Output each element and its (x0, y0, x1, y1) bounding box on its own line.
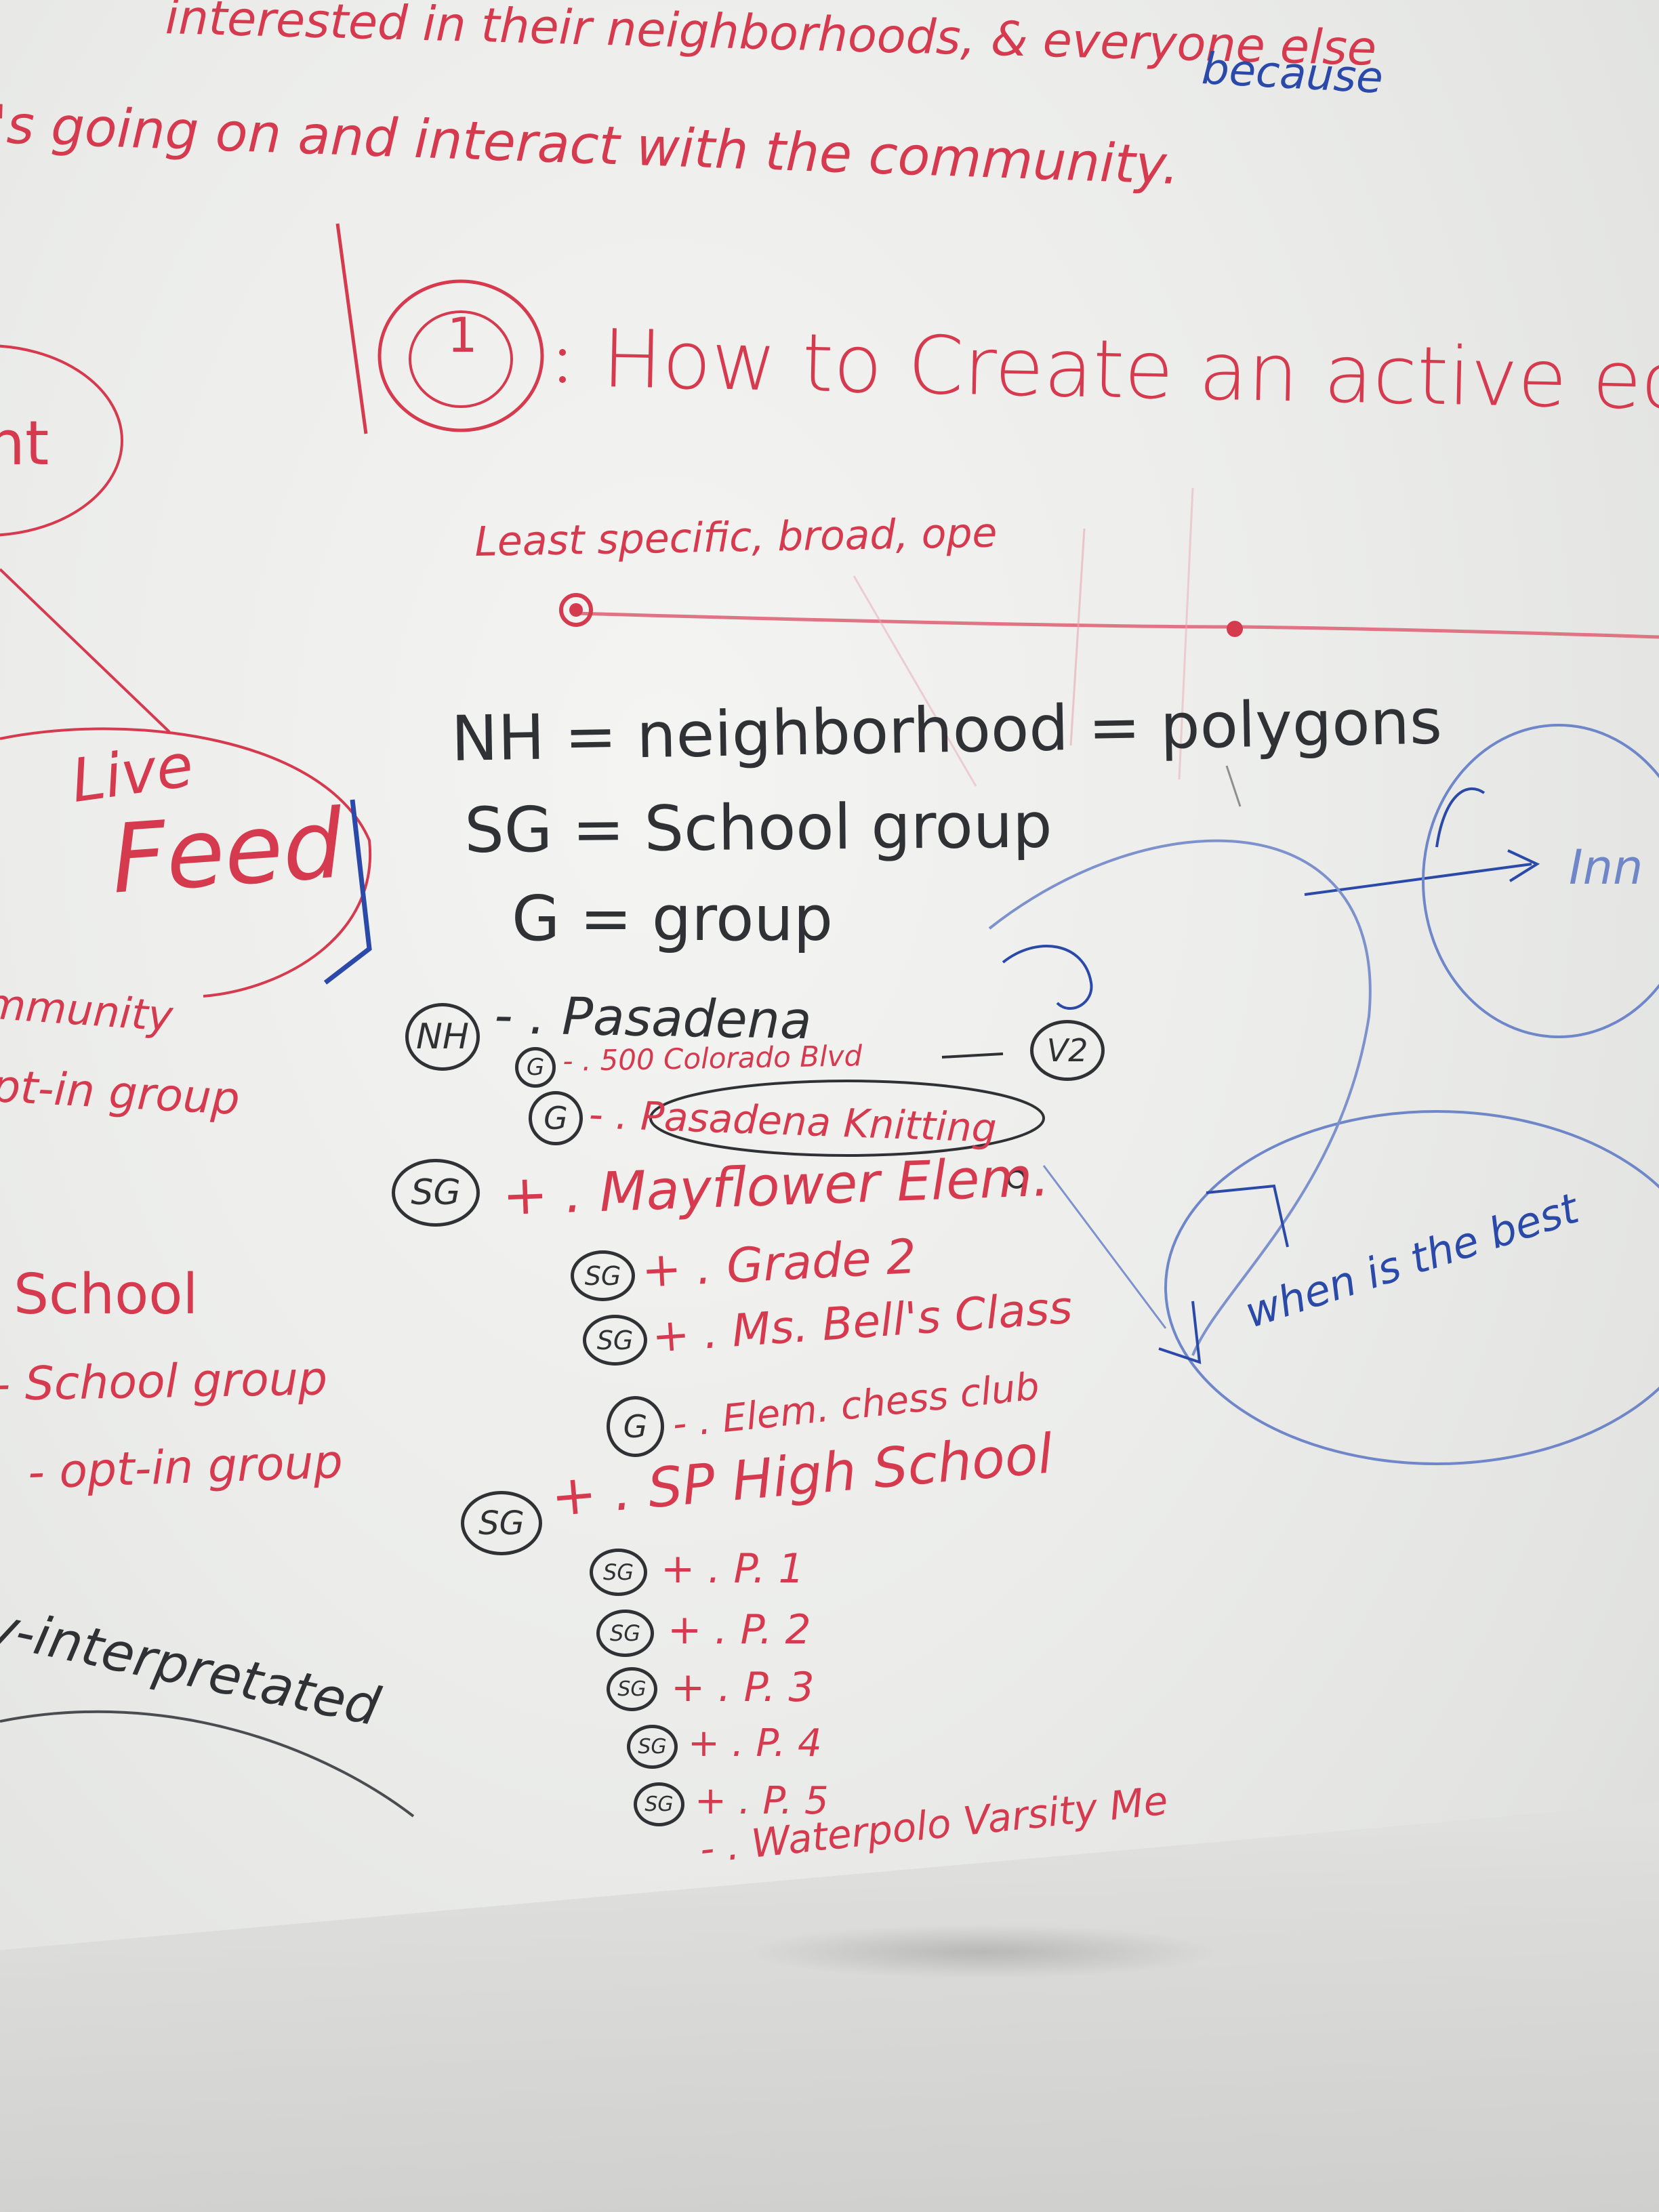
tag-sg: SG (583, 1315, 647, 1366)
left-community: mmunity (0, 979, 175, 1042)
left-bubble-top (0, 344, 123, 537)
heading-outer-circle (377, 279, 544, 432)
blue-arrow (1304, 863, 1532, 896)
left-feed: Feed (108, 789, 347, 916)
tree-p3: + . P. 3 (671, 1664, 815, 1711)
heading-number: 1 (447, 308, 478, 363)
tree-p2: + . P. 2 (668, 1606, 811, 1654)
live-feed-blue-bracket (323, 799, 372, 985)
tag-v2: V2 (1030, 1020, 1105, 1081)
tree-grade-2: + . Grade 2 (640, 1228, 918, 1298)
eraser-smudge (745, 1925, 1220, 1979)
tag-g: G (529, 1091, 583, 1145)
left-opt-in-1: pt-in group (0, 1060, 241, 1126)
tag-sg: SG (461, 1491, 542, 1555)
right-bubble (1422, 724, 1659, 1038)
lower-right-bubble (1164, 1110, 1659, 1465)
top-line-1-blue: because (1200, 44, 1385, 104)
tag-g: G (515, 1047, 556, 1088)
blue-loop (988, 839, 1372, 1356)
page-heading: How to Create an active eco (601, 312, 1659, 429)
tag-sg: SG (627, 1725, 678, 1769)
left-school: School (14, 1263, 199, 1327)
spectrum-start-dot (559, 593, 593, 627)
left-partial-top: nt (0, 408, 49, 479)
tree-500-colorado: - . 500 Colorado Blvd (562, 1039, 863, 1078)
spectrum-line (575, 611, 1659, 639)
tag-sg: SG (590, 1549, 647, 1596)
spectrum-label: Least specific, broad, ope (474, 509, 998, 566)
left-opt-in-2: - opt-in group (26, 1435, 344, 1500)
knitting-highlight-ellipse (649, 1080, 1045, 1157)
tag-sg: SG (571, 1250, 635, 1301)
tag-nh: NH (405, 1003, 480, 1071)
tree-p5: + . P. 5 (695, 1779, 829, 1823)
legend-nh: NH = neighborhood = polygons (450, 685, 1443, 775)
right-inn: Inn (1569, 840, 1643, 895)
tree-p4: + . P. 4 (688, 1721, 822, 1765)
tree-pasadena: - . Pasadena (493, 985, 813, 1051)
live-feed-bubble (0, 727, 372, 998)
tag-sg: SG (392, 1159, 480, 1227)
tag-sg: SG (607, 1667, 657, 1711)
tag-sg: SG (596, 1610, 654, 1657)
heading-inner-circle (409, 310, 513, 408)
tree-p1: + . P. 1 (661, 1545, 804, 1593)
left-school-group: - School group (0, 1352, 328, 1412)
heading-bar-stroke (335, 223, 368, 434)
legend-g: G = group (512, 882, 834, 955)
tag-sg: SG (634, 1782, 684, 1826)
tag-g: G (607, 1396, 664, 1457)
legend-sg: SG = School group (464, 789, 1052, 867)
spectrum-mid-dot (1227, 621, 1243, 637)
